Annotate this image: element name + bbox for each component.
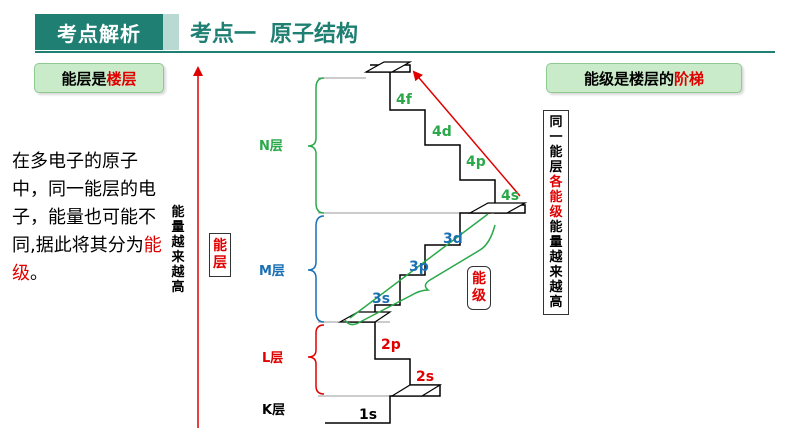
sublevel-2s: 2s xyxy=(416,369,434,385)
step-tread xyxy=(467,202,528,214)
vertical-char: 量 xyxy=(549,235,563,250)
vertical-char: 能 xyxy=(213,238,227,254)
vertical-char: 层 xyxy=(549,160,563,175)
sublevel-3d: 3d xyxy=(443,231,463,247)
energy-level-box: 能级 xyxy=(467,266,491,310)
shell-N-brace xyxy=(307,77,325,214)
step-tread xyxy=(337,311,392,323)
energy-level-pill: 能级是楼层的阶梯 xyxy=(546,63,742,93)
vertical-char: 能 xyxy=(549,220,563,235)
paragraph-highlight: 能级 xyxy=(12,235,162,284)
note-highlight: 各能级 xyxy=(549,175,562,220)
energy-increases-label: 能量越来越高 xyxy=(170,205,186,295)
sublevel-4d: 4d xyxy=(432,124,452,140)
energy-shell-prefix: 能层是 xyxy=(61,69,107,88)
vertical-char: 越 xyxy=(549,280,563,295)
section-label: 考点解析 xyxy=(35,14,163,50)
vertical-char: 一 xyxy=(549,130,563,145)
description-paragraph: 在多电子的原子中，同一能层的电子，能量也可能不同,据此将其分为能级。 xyxy=(12,148,172,288)
green-diagonal xyxy=(349,213,489,319)
sublevel-4p: 4p xyxy=(466,154,486,170)
vertical-char: 各 xyxy=(549,175,563,190)
shell-label-K: K层 xyxy=(262,403,285,418)
note-part1: 同一能层 xyxy=(549,115,562,175)
step-tread xyxy=(389,384,443,397)
sublevel-1s: 1s xyxy=(359,407,377,423)
title-part2: 原子结构 xyxy=(270,22,359,47)
sublevel-brace xyxy=(344,224,496,326)
sublevel-2p: 2p xyxy=(381,337,401,353)
shell-label-L: L层 xyxy=(262,351,283,366)
shell-label-M: M层 xyxy=(259,264,285,279)
shell-L-brace xyxy=(307,324,325,395)
vertical-char: 层 xyxy=(213,255,227,271)
page-title: 考点一 原子结构 xyxy=(190,14,490,50)
sublevel-3p: 3p xyxy=(409,259,429,275)
paragraph-text: 在多电子的原子中，同一能层的电子，能量也可能不同,据此将其分为 xyxy=(12,151,156,256)
step-tread xyxy=(363,61,413,73)
vertical-char: 来 xyxy=(549,265,563,280)
vertical-char: 量 xyxy=(171,220,185,235)
vertical-char: 高 xyxy=(549,295,563,310)
red-diagonal-arrow xyxy=(412,70,521,197)
energy-shell-box: 能层 xyxy=(209,233,231,277)
vertical-char: 级 xyxy=(549,205,563,220)
energy-level-highlight: 阶梯 xyxy=(674,69,705,88)
energy-shell-pill: 能层是楼层 xyxy=(34,63,164,93)
same-shell-note-box: 同一能层 各能级 能量越来越高 xyxy=(543,110,569,315)
energy-shell-highlight: 楼层 xyxy=(106,69,137,88)
energy-level-prefix: 能级是楼层的 xyxy=(583,69,674,88)
vertical-char: 能 xyxy=(472,271,486,287)
sublevel-4f: 4f xyxy=(396,92,413,108)
note-part2: 能量越来越高 xyxy=(549,220,562,310)
vertical-char: 越 xyxy=(171,235,185,250)
shell-label-N: N层 xyxy=(259,139,283,154)
header-underline xyxy=(35,51,775,53)
paragraph-end: 。 xyxy=(30,263,48,284)
vertical-char: 能 xyxy=(549,145,563,160)
sublevel-4s: 4s xyxy=(501,188,519,204)
vertical-char: 越 xyxy=(549,250,563,265)
vertical-char: 能 xyxy=(549,190,563,205)
vertical-char: 高 xyxy=(171,280,185,295)
staircase-line xyxy=(325,64,526,424)
vertical-char: 越 xyxy=(171,265,185,280)
vertical-char: 来 xyxy=(171,250,185,265)
vertical-char: 能 xyxy=(171,205,185,220)
sublevel-3s: 3s xyxy=(372,291,390,307)
header-divider-strip xyxy=(163,14,179,50)
title-part1: 考点一 xyxy=(190,22,257,47)
shell-M-brace xyxy=(307,215,325,323)
vertical-char: 同 xyxy=(549,115,563,130)
vertical-char: 级 xyxy=(472,288,486,304)
